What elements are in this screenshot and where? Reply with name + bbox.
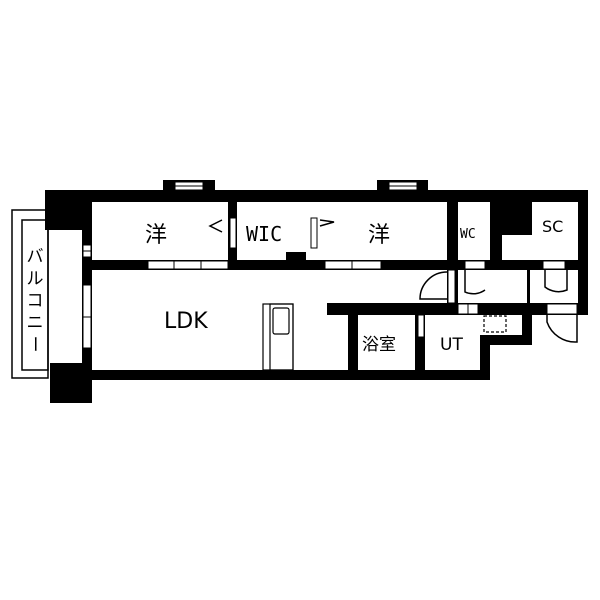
room-label-balcony: バ ル コ ニ ー: [24, 247, 44, 353]
balcony-char: ル: [27, 269, 44, 289]
balcony-char: ー: [24, 336, 44, 353]
balcony-char: コ: [27, 291, 44, 311]
room-label-bathroom: 浴室: [362, 335, 396, 355]
refrigerator: [262, 303, 294, 371]
windows: [82, 181, 578, 349]
room-label-western-2: 洋: [368, 223, 390, 248]
room-label-wic: WIC: [246, 222, 282, 246]
balcony: [11, 209, 49, 379]
room-label-sc: SC: [542, 217, 563, 236]
room-label-ut: UT: [440, 335, 463, 355]
balcony-char: ニ: [27, 313, 44, 333]
washing-machine-space: [483, 315, 507, 333]
balcony-char: バ: [27, 247, 44, 267]
doors: [208, 219, 578, 343]
room-label-western-1: 洋: [145, 223, 167, 248]
room-label-wc: WC: [460, 227, 476, 242]
room-label-ldk: LDK: [164, 309, 208, 334]
walls: [45, 180, 588, 403]
